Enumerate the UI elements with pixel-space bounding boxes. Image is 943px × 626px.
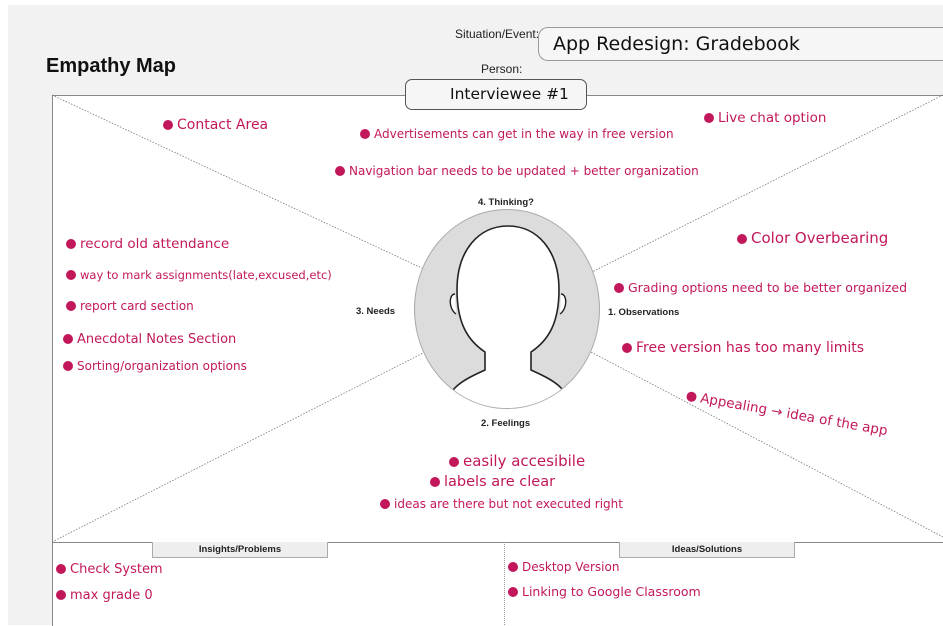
- note-observations: Free version has too many limits: [622, 340, 864, 356]
- head-silhouette-icon: [415, 225, 599, 408]
- note-needs: record old attendance: [66, 236, 229, 252]
- note-feelings: labels are clear: [430, 474, 555, 490]
- note-idea: Desktop Version: [508, 560, 619, 574]
- situation-value: App Redesign: Gradebook: [553, 33, 800, 55]
- situation-field[interactable]: [538, 27, 943, 61]
- note-thinking: Navigation bar needs to be updated + bet…: [335, 164, 699, 178]
- bottom-divider: [504, 542, 505, 625]
- note-insight: Check System: [56, 562, 163, 577]
- quadrant-label-observations: 1. Observations: [608, 307, 680, 318]
- note-observations: Grading options need to be better organi…: [614, 280, 907, 295]
- divider-top-right: [591, 94, 943, 273]
- quadrant-label-feelings: 2. Feelings: [481, 418, 531, 429]
- quadrant-label-needs: 3. Needs: [356, 306, 396, 317]
- divider-bottom-right: [588, 350, 943, 538]
- divider-bottom-left: [51, 351, 426, 543]
- note-needs: report card section: [66, 299, 194, 313]
- person-field[interactable]: [405, 79, 587, 110]
- note-needs: Sorting/organization options: [63, 359, 247, 373]
- insights-tab: Insights/Problems: [152, 542, 328, 558]
- ideas-tab: Ideas/Solutions: [619, 542, 795, 558]
- note-needs: way to mark assignments(late,excused,etc…: [66, 268, 332, 282]
- note-observations: Color Overbearing: [737, 229, 888, 247]
- quadrant-label-thinking: 4. Thinking?: [478, 197, 534, 208]
- note-feelings: easily accesibile: [449, 452, 585, 470]
- note-needs: Anecdotal Notes Section: [63, 332, 236, 347]
- person-label: Person:: [481, 62, 523, 76]
- situation-label: Situation/Event:: [455, 27, 540, 41]
- person-value: Interviewee #1: [450, 85, 569, 103]
- note-feelings: ideas are there but not executed right: [380, 497, 623, 511]
- note-thinking: Contact Area: [163, 117, 268, 133]
- note-idea: Linking to Google Classroom: [508, 584, 701, 599]
- face-circle: [414, 209, 600, 409]
- note-insight: max grade 0: [56, 588, 153, 603]
- page-title: Empathy Map: [46, 55, 177, 77]
- note-thinking: Advertisements can get in the way in fre…: [360, 127, 674, 141]
- note-thinking: Live chat option: [704, 110, 826, 126]
